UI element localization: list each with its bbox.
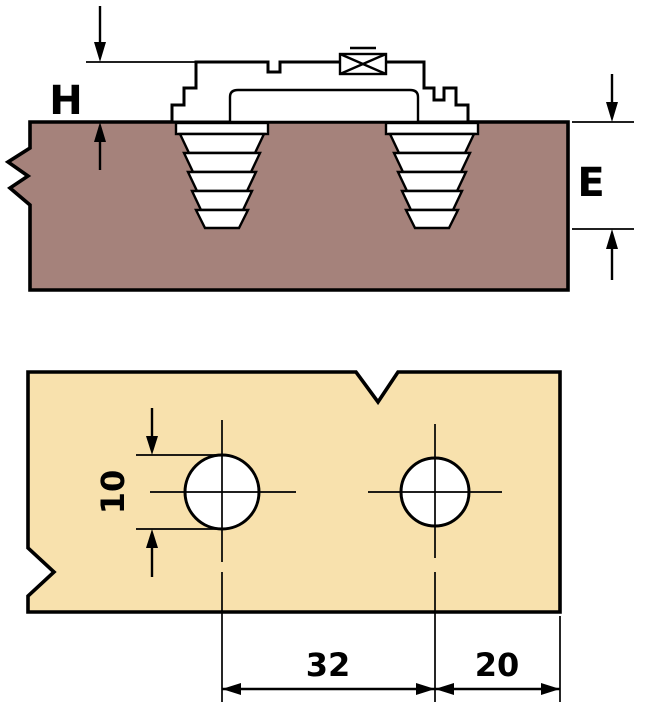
arrowhead-left	[222, 683, 241, 695]
arrowhead-up	[94, 122, 106, 142]
dowel-ridge	[392, 151, 472, 174]
side-section-view: H E	[4, 6, 634, 292]
arrowhead-left	[435, 683, 454, 695]
label-depth: E	[577, 160, 604, 206]
label-hole-diameter: 10	[94, 470, 132, 515]
dowel-ridge	[178, 132, 266, 155]
label-height: H	[49, 78, 82, 124]
arrowhead-right	[541, 683, 560, 695]
arrowhead-right	[416, 683, 435, 695]
wood-panel-section	[4, 120, 570, 292]
dimension-E: E	[572, 74, 634, 280]
dowel-right	[384, 121, 480, 230]
arrowhead-down	[146, 436, 158, 455]
hole-right	[368, 424, 502, 558]
arrowhead-down	[94, 42, 106, 62]
label-hole-spacing: 32	[306, 646, 351, 684]
dimension-hole-spacing: 32 20	[221, 572, 561, 702]
dowel-ridge	[182, 151, 262, 174]
arrowhead-up	[146, 529, 158, 548]
dowel-ridge	[194, 208, 250, 230]
dowel-ridge	[186, 170, 258, 193]
plate-arch-opening	[228, 88, 420, 124]
dowel-ridge	[400, 189, 464, 212]
dowel-ridge	[190, 189, 254, 212]
mounting-plate-profile	[170, 46, 470, 124]
dowel-ridge	[396, 170, 468, 193]
arrowhead-down	[606, 102, 618, 122]
dimension-hole-diameter: 10	[94, 408, 224, 577]
screw-symbol	[338, 46, 388, 76]
label-edge-distance: 20	[475, 646, 520, 684]
screw-cross-line	[339, 52, 387, 76]
dowel-collar	[174, 121, 270, 136]
top-plan-view: 10 32 20	[26, 370, 562, 702]
arrowhead-up	[606, 229, 618, 249]
dimension-H: H	[49, 6, 196, 170]
dowel-collar	[384, 121, 480, 136]
dowel-left	[174, 121, 270, 230]
dowel-ridge	[404, 208, 460, 230]
dowel-ridge	[388, 132, 476, 155]
